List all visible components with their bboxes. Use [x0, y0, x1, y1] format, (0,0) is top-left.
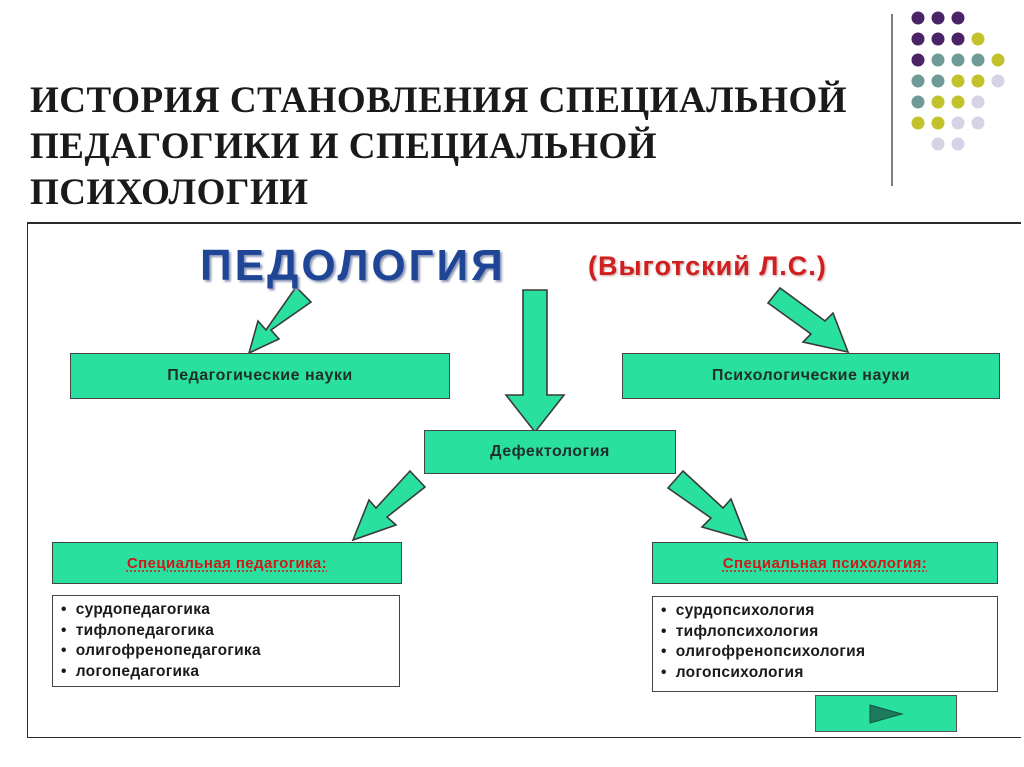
decorative-dot — [951, 137, 965, 151]
special-psychology-header-label: Специальная психология: — [722, 554, 928, 572]
decorative-dot — [931, 11, 945, 25]
decorative-dot — [931, 32, 945, 46]
decorative-dot — [971, 116, 985, 130]
special-psychology-list: сурдопсихология тифлопсихология олигофре… — [652, 596, 998, 692]
pedagogical-sciences-label: Педагогические науки — [167, 367, 353, 384]
special-psychology-header: Специальная психология: — [652, 542, 998, 584]
author-label: (Выготский Л.С.) — [588, 251, 827, 281]
psychological-sciences-box: Психологические науки — [622, 353, 1000, 399]
defectology-label: Дефектология — [490, 443, 610, 460]
list-item: сурдопсихология — [661, 601, 997, 622]
decorative-dots — [911, 11, 1005, 151]
list-item: тифлопсихология — [661, 622, 997, 643]
decorative-dot — [971, 74, 985, 88]
decorative-dot — [971, 32, 985, 46]
special-pedagogy-list: сурдопедагогика тифлопедагогика олигофре… — [52, 595, 400, 687]
decorative-dot — [931, 116, 945, 130]
decorative-dot — [911, 53, 925, 67]
decorative-dot — [931, 137, 945, 151]
decorative-dot — [951, 95, 965, 109]
decorative-dot — [971, 95, 985, 109]
special-pedagogy-header: Специальная педагогика: — [52, 542, 402, 584]
special-pedagogy-header-label: Специальная педагогика: — [126, 554, 328, 572]
decorative-dot — [951, 116, 965, 130]
decorative-dot — [911, 74, 925, 88]
decorative-dot — [931, 74, 945, 88]
decorative-dot — [911, 11, 925, 25]
decorative-dot — [951, 53, 965, 67]
next-slide-button[interactable] — [815, 695, 957, 732]
list-item: тифлопедагогика — [61, 621, 399, 642]
slide-title: ИСТОРИЯ СТАНОВЛЕНИЯ СПЕЦИАЛЬНОЙ ПЕДАГОГИ… — [30, 80, 848, 213]
list-item: олигофренопсихология — [661, 642, 997, 663]
list-item: логопсихология — [661, 663, 997, 684]
decorative-dot — [911, 32, 925, 46]
decorative-dot — [951, 74, 965, 88]
list-item: сурдопедагогика — [61, 600, 399, 621]
decorative-dot — [991, 53, 1005, 67]
decorative-dot — [951, 11, 965, 25]
play-triangle-icon — [869, 703, 904, 724]
decorative-dot — [931, 53, 945, 67]
diagram-frame — [27, 222, 1021, 738]
decorative-dot — [991, 74, 1005, 88]
decorative-dot — [971, 53, 985, 67]
list-item: олигофренопедагогика — [61, 641, 399, 662]
defectology-box: Дефектология — [424, 430, 676, 474]
decorative-dot — [911, 116, 925, 130]
pedagogical-sciences-box: Педагогические науки — [70, 353, 450, 399]
pedology-heading: ПЕДОЛОГИЯ — [200, 241, 506, 290]
psychological-sciences-label: Психологические науки — [711, 367, 911, 384]
decorative-dot — [931, 95, 945, 109]
list-item: логопедагогика — [61, 662, 399, 683]
decorative-dot — [911, 95, 925, 109]
decorative-dot — [951, 32, 965, 46]
title-divider — [891, 14, 893, 186]
